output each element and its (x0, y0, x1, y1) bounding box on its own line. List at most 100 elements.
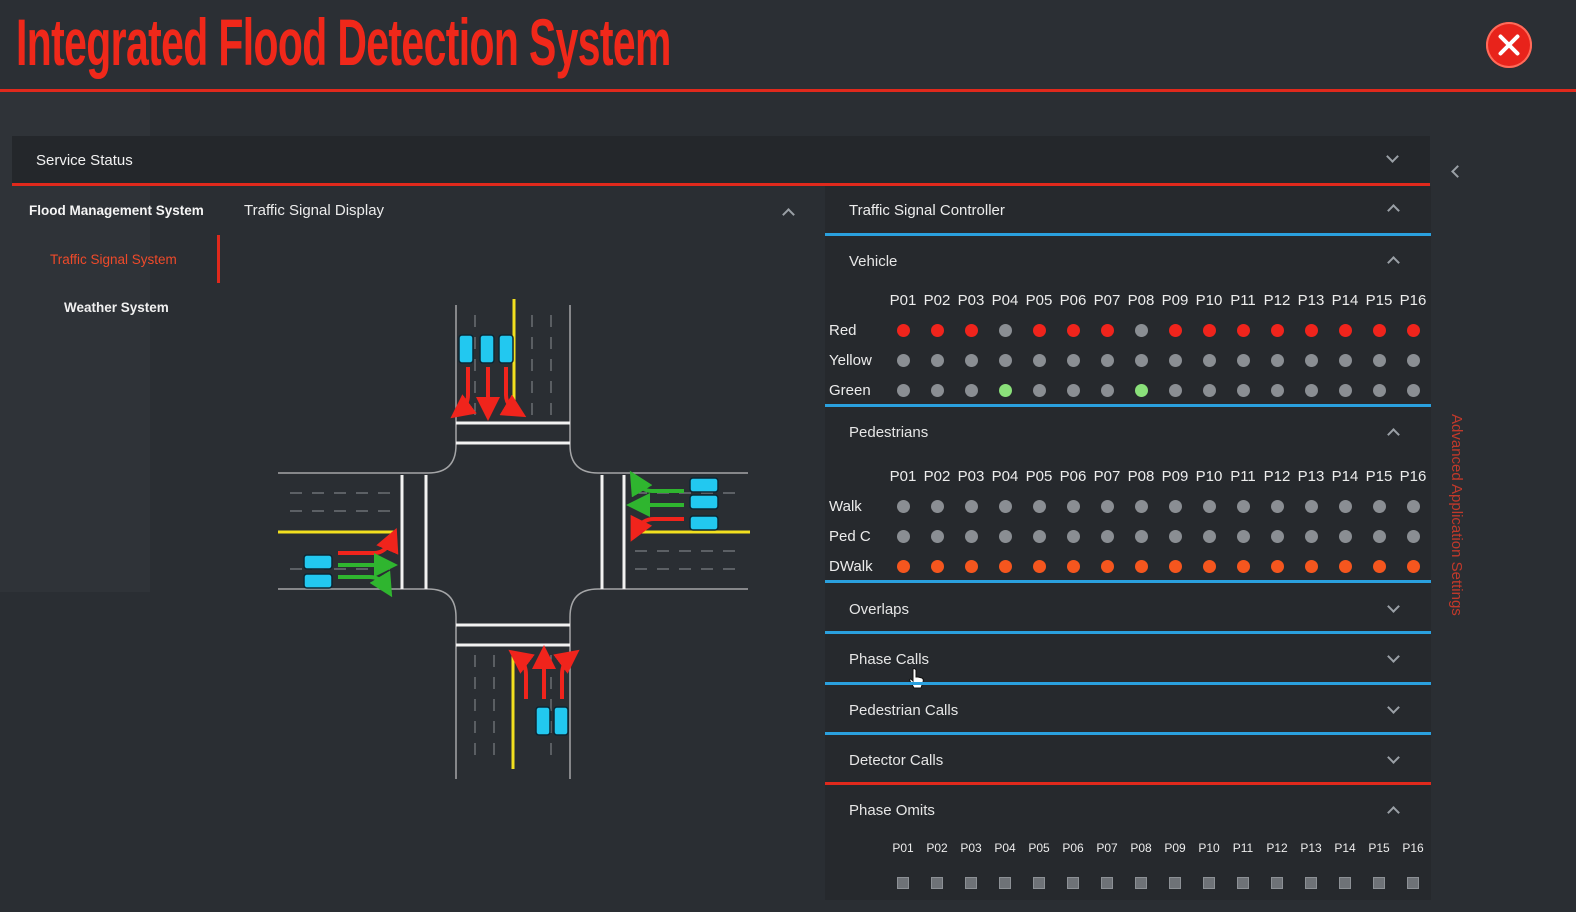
signal-indicator-off (1305, 500, 1318, 513)
close-button[interactable] (1486, 22, 1532, 68)
phase-column-header: P12 (1266, 841, 1288, 855)
chevron-up-icon[interactable] (1387, 428, 1400, 441)
signal-indicator-off (1373, 530, 1386, 543)
phase-omit-checkbox[interactable] (999, 877, 1011, 889)
background-text-line (2, 332, 150, 356)
phase-omit-checkbox[interactable] (1067, 877, 1079, 889)
chevron-up-icon[interactable] (1387, 204, 1400, 217)
nav-active-indicator (217, 235, 220, 283)
chevron-up-icon[interactable] (1387, 256, 1400, 269)
phase-calls-section-title[interactable]: Phase Calls (849, 651, 930, 668)
chevron-down-icon[interactable] (1387, 701, 1400, 714)
signal-indicator-off (1203, 500, 1216, 513)
signal-indicator-off (965, 500, 978, 513)
signal-indicator-orange (1169, 560, 1182, 573)
signal-row-label: Yellow (829, 352, 872, 369)
phase-omit-checkbox[interactable] (965, 877, 977, 889)
signal-indicator-off (1033, 354, 1046, 367)
chevron-down-icon[interactable] (1387, 650, 1400, 663)
signal-indicator-red (965, 324, 978, 337)
chevron-up-icon[interactable] (782, 208, 795, 221)
phase-column-header: P16 (1399, 292, 1427, 309)
signal-indicator-off (1271, 500, 1284, 513)
signal-indicator-off (1339, 354, 1352, 367)
nav-item-traffic-signal[interactable]: Traffic Signal System (50, 252, 177, 267)
pedestrians-section-title[interactable]: Pedestrians (849, 424, 929, 441)
signal-indicator-off (1373, 354, 1386, 367)
section-divider (825, 580, 1431, 583)
phase-omit-checkbox[interactable] (1305, 877, 1317, 889)
signal-indicator-orange (1101, 560, 1114, 573)
phase-omit-checkbox[interactable] (1339, 877, 1351, 889)
signal-indicator-off (1067, 384, 1080, 397)
signal-indicator-off (1169, 530, 1182, 543)
signal-indicator-off (1169, 354, 1182, 367)
phase-omit-checkbox[interactable] (1033, 877, 1045, 889)
signal-row-label: Walk (829, 498, 862, 515)
phase-omit-checkbox[interactable] (897, 877, 909, 889)
detector-calls-section-title[interactable]: Detector Calls (849, 752, 944, 769)
pedestrian-calls-section-title[interactable]: Pedestrian Calls (849, 702, 959, 719)
phase-column-header: P12 (1263, 468, 1291, 485)
phase-omit-checkbox[interactable] (1169, 877, 1181, 889)
signal-indicator-red (1407, 324, 1420, 337)
nav-item-flood-management[interactable]: Flood Management System (29, 203, 204, 218)
overlaps-section-title[interactable]: Overlaps (849, 601, 910, 618)
nav-item-weather[interactable]: Weather System (64, 300, 169, 315)
vehicle-section-title[interactable]: Vehicle (849, 253, 898, 270)
phase-column-header: P04 (991, 292, 1019, 309)
phase-omit-checkbox[interactable] (1135, 877, 1147, 889)
phase-omit-checkbox[interactable] (1407, 877, 1419, 889)
mouse-cursor-icon (909, 668, 924, 689)
signal-indicator-off (1373, 500, 1386, 513)
chevron-left-icon[interactable] (1451, 165, 1464, 178)
signal-indicator-off (999, 500, 1012, 513)
signal-indicator-off (1033, 384, 1046, 397)
signal-indicator-off (1101, 354, 1114, 367)
phase-omit-checkbox[interactable] (1271, 877, 1283, 889)
phase-omit-checkbox[interactable] (1373, 877, 1385, 889)
chevron-up-icon[interactable] (1387, 806, 1400, 819)
phase-column-header: P03 (957, 292, 985, 309)
phase-column-header: P06 (1059, 292, 1087, 309)
signal-indicator-off (965, 354, 978, 367)
signal-indicator-off (1305, 530, 1318, 543)
signal-indicator-off (1135, 354, 1148, 367)
signal-indicator-off (931, 500, 944, 513)
chevron-down-icon[interactable] (1387, 600, 1400, 613)
phase-omit-checkbox[interactable] (1101, 877, 1113, 889)
phase-omit-checkbox[interactable] (1237, 877, 1249, 889)
signal-indicator-off (1203, 384, 1216, 397)
phase-omit-checkbox[interactable] (931, 877, 943, 889)
signal-indicator-orange (1135, 560, 1148, 573)
service-status-label: Service Status (36, 152, 133, 169)
phase-omits-section-title[interactable]: Phase Omits (849, 802, 935, 819)
signal-indicator-red (897, 324, 910, 337)
phase-column-header: P14 (1331, 468, 1359, 485)
signal-indicator-red (1067, 324, 1080, 337)
signal-indicator-off (931, 530, 944, 543)
signal-indicator-off (1237, 384, 1250, 397)
chevron-down-icon[interactable] (1387, 751, 1400, 764)
controller-header[interactable]: Traffic Signal Controller (825, 186, 1431, 236)
signal-indicator-off (1271, 384, 1284, 397)
phase-omit-checkbox[interactable] (1203, 877, 1215, 889)
service-status-bar[interactable]: Service Status (12, 136, 1430, 186)
phase-column-header: P07 (1093, 468, 1121, 485)
phase-column-header: P08 (1130, 841, 1152, 855)
signal-indicator-orange (1033, 560, 1046, 573)
phase-column-header: P08 (1127, 292, 1155, 309)
signal-indicator-off (999, 324, 1012, 337)
advanced-settings-tab[interactable]: Advanced Application Settings (1445, 414, 1465, 664)
signal-row-label: Ped C (829, 528, 871, 545)
signal-indicator-off (1271, 530, 1284, 543)
signal-row-label: Red (829, 322, 857, 339)
signal-indicator-orange (1407, 560, 1420, 573)
signal-indicator-off (1237, 354, 1250, 367)
signal-indicator-orange (1305, 560, 1318, 573)
signal-indicator-off (1169, 500, 1182, 513)
phase-column-header: P10 (1198, 841, 1220, 855)
chevron-down-icon[interactable] (1386, 150, 1399, 163)
signal-indicator-off (1101, 384, 1114, 397)
